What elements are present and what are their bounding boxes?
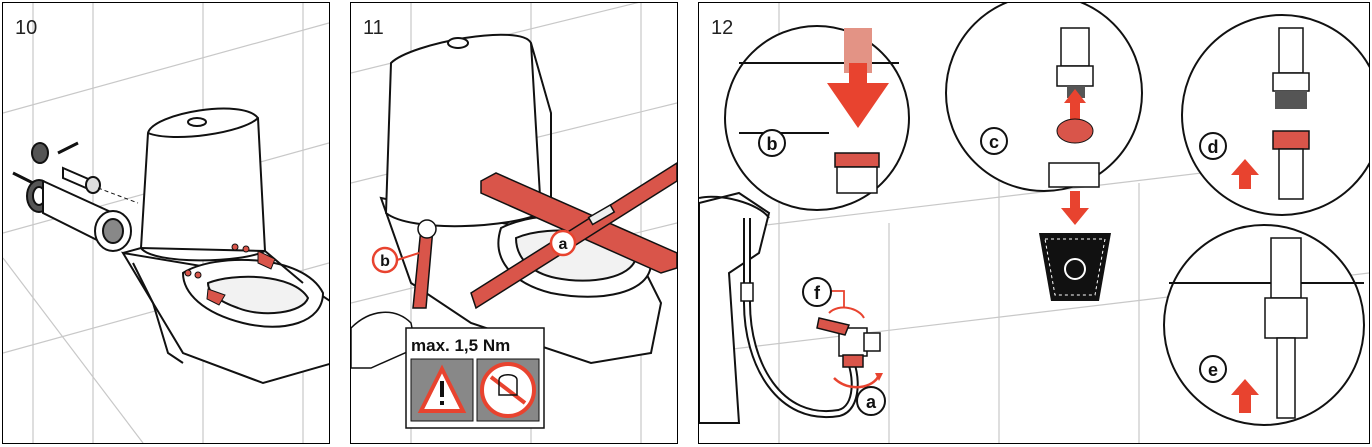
step-number: 11 [363, 17, 384, 39]
detail-e: e [1163, 224, 1365, 426]
red-plugs [184, 243, 276, 306]
toilet-side-drawing [699, 191, 771, 424]
spirit-level [470, 162, 677, 310]
detail-c: c [945, 3, 1143, 192]
wrench-tool [351, 219, 437, 369]
step-12-panel: f a b c [698, 2, 1370, 444]
callout-f: f [802, 277, 832, 307]
label-c: c [989, 132, 999, 152]
detail-d: d [1181, 14, 1369, 216]
callout-b: b [371, 246, 420, 274]
label-b: b [767, 134, 778, 154]
label-a: a [866, 392, 877, 412]
callout-a: a [549, 229, 577, 257]
label-a: a [559, 236, 568, 253]
torque-warning-box: max. 1,5 Nm [405, 327, 545, 429]
angle-valve [816, 317, 881, 368]
step-11-panel: a b max. 1,5 Nm 11 [350, 2, 678, 444]
label-f: f [814, 283, 821, 303]
toilet-drawing [121, 107, 329, 385]
label-e: e [1208, 360, 1218, 380]
step-12-illustration: f a b c [699, 3, 1369, 443]
callout-a: a [856, 386, 886, 416]
detail-b: b [724, 25, 910, 211]
label-b: b [380, 253, 390, 270]
step-10-illustration [3, 3, 329, 443]
step-11-illustration: a b max. 1,5 Nm [351, 3, 677, 443]
label-d: d [1208, 137, 1219, 157]
step-number: 10 [15, 17, 38, 39]
recycle-bin-icon [1039, 233, 1111, 301]
step-10-panel: 10 [2, 2, 330, 444]
step-number: 12 [711, 17, 734, 39]
torque-limit-text: max. 1,5 Nm [411, 336, 510, 355]
pipe-connectors [12, 141, 132, 252]
